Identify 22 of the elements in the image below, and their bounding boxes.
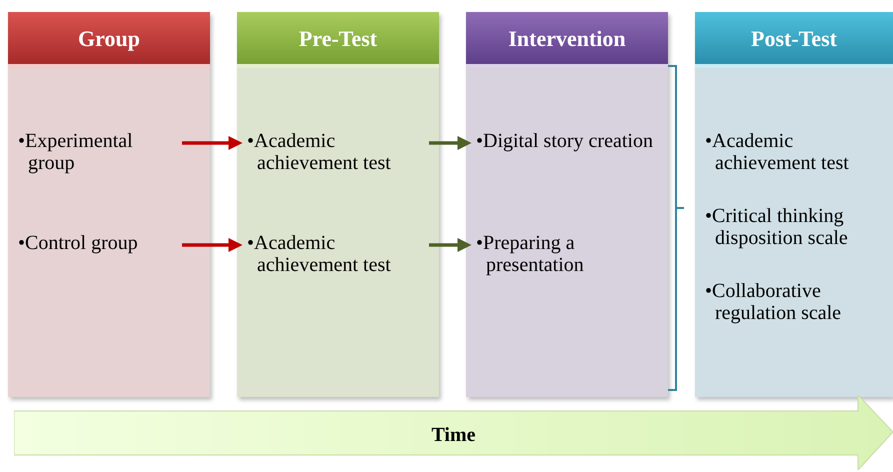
stage-column bbox=[695, 12, 893, 397]
arrow bbox=[429, 136, 472, 150]
bullet-item: •Digital story creation bbox=[476, 130, 654, 152]
column-header: Intervention bbox=[466, 12, 668, 68]
bullet-item: •Preparing a presentation bbox=[476, 232, 654, 276]
stage-column bbox=[8, 12, 210, 397]
column-header: Post-Test bbox=[695, 12, 893, 68]
bullet-item: •Academic achievement test bbox=[247, 130, 425, 174]
column-header: Group bbox=[8, 12, 210, 68]
time-arrow: Time bbox=[14, 395, 893, 470]
stage-column bbox=[466, 12, 668, 397]
arrow bbox=[182, 136, 242, 150]
column-header: Pre-Test bbox=[237, 12, 439, 68]
arrow bbox=[182, 238, 242, 252]
bullet-item: •Academic achievement test bbox=[705, 130, 887, 174]
arrow bbox=[429, 238, 472, 252]
bullet-item: •Academic achievement test bbox=[247, 232, 425, 276]
stage-column bbox=[237, 12, 439, 397]
bullet-item: •Collaborative regulation scale bbox=[705, 280, 887, 324]
bullet-item: •Control group bbox=[18, 232, 178, 254]
bullet-item: •Experimental group bbox=[18, 130, 178, 174]
bullet-item: •Critical thinking disposition scale bbox=[705, 205, 887, 249]
